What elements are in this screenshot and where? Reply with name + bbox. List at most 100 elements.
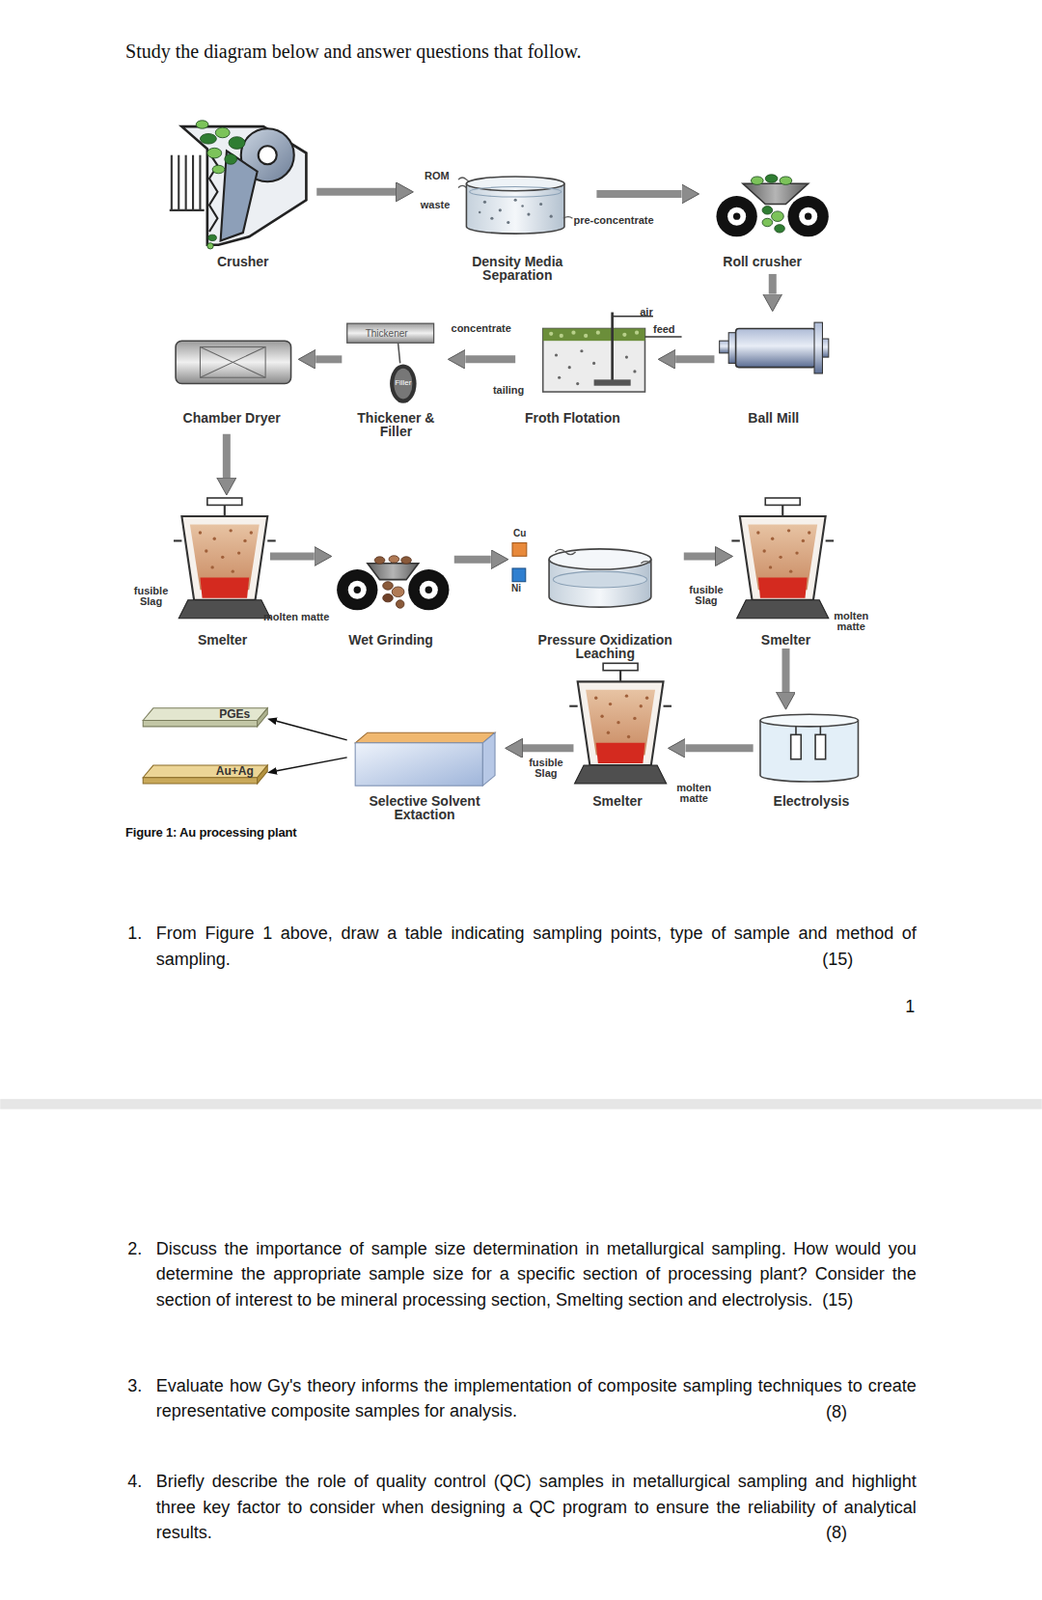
question-number: 2. [127,1235,142,1262]
wet-grinding-rolls [374,556,385,564]
question-marks: (8) [825,1398,848,1425]
question-marks: (8) [825,1519,848,1545]
solvent-extraction-box [355,732,495,743]
jaw-crusher [181,126,306,246]
question-marks: (15) [822,1287,853,1313]
stream-label: feed [653,323,676,336]
gold-silver-ingot [142,765,268,784]
chamber-dryer [199,347,266,379]
stream-label: fusible Slag [682,584,732,606]
stream-label: pre-concentrate [573,214,654,227]
process-unit: Selective Solvent Extaction [347,727,506,827]
stream-label: molten matte [667,782,721,804]
roll-crusher [765,174,778,183]
roll-crusher [733,212,741,220]
flow-arrow [768,274,777,295]
process-unit: Electrolysis [753,709,872,817]
flotation-cell [596,330,601,335]
wet-grinding-rolls [383,593,394,602]
flotation-cell [543,312,683,392]
flotation-cell [548,330,639,338]
stream-label: fusible Slag [521,757,572,779]
flow-arrow [454,555,492,564]
flow-arrow [522,743,575,752]
flow-arrow [781,648,790,692]
electrolysis-cell [760,713,859,782]
flow-arrow [684,551,716,560]
chamber-dryer [175,340,291,384]
jaw-crusher [169,155,205,211]
stream-label: molten matte [263,610,330,624]
solvent-extraction-box [355,732,495,786]
flotation-cell [592,361,596,365]
wet-grinding-rolls [408,569,449,610]
process-unit: Pressure Oxidization Leaching [508,525,685,669]
jaw-crusher [215,127,230,138]
dense-media-tank [498,208,502,212]
flotation-cell [559,333,564,338]
process-unit: PGEs [142,704,268,728]
process-unit: Roll crusher [699,175,833,275]
flotation-cell [568,365,572,369]
flotation-cell [634,330,639,335]
jaw-crusher [224,154,238,165]
pressure-leach-vessel [512,543,652,608]
process-unit: Ball Mill [713,311,832,435]
roll-crusher [804,212,812,220]
unit-name: Chamber Dryer [165,411,297,425]
unit-name: Froth Flotation [516,411,629,425]
jaw-crusher [208,234,217,241]
wet-grinding-rolls [419,580,439,600]
electrolysis-cell [791,734,802,759]
pge-ingot [142,708,268,727]
process-unit: Density Media Separation [412,163,597,291]
dense-media-tank [549,215,553,219]
thickener-filter [347,323,435,343]
gold-silver-ingot [142,777,257,784]
flow-arrow [222,434,231,478]
dense-media-tank [490,217,494,220]
thickener-filter [398,342,401,363]
process-unit: Smelter [573,660,668,815]
unit-name: Electrolysis [755,794,868,808]
jaw-crusher [220,150,258,241]
dense-media-tank [478,198,553,224]
flotation-cell [543,328,646,341]
flotation-cell [571,330,576,335]
question-marks: (15) [822,946,853,972]
unit-name: PGEs [204,707,266,721]
ball-mill [719,340,731,354]
solvent-extraction-box [482,732,495,786]
question-text: Discuss the importance of sample size de… [156,1235,917,1313]
flotation-cell [575,382,579,385]
process-unit: Crusher [163,120,317,275]
element-label: Ni [511,582,521,595]
flow-arrow [596,190,682,198]
flotation-cell [557,376,561,380]
unit-name: Selective Solvent Extaction [348,794,502,822]
flotation-cell [625,356,629,359]
dense-media-tank [514,198,518,202]
wet-grinding-rolls [383,581,394,590]
unit-name: Pressure Oxidization Leaching [528,632,683,660]
process-unit: Au+Ag [142,761,268,785]
flow-arrow [276,720,348,741]
process-unit: Smelter [732,494,826,649]
flow-arrow [685,743,753,752]
smelter-furnace [173,497,276,619]
roll-crusher [788,195,829,237]
ball-mill [719,322,829,374]
jaw-crusher [209,153,218,232]
smelter-furnace [569,662,672,784]
pge-ingot [142,708,268,721]
gold-silver-ingot [142,765,268,778]
page-break-band [0,1098,1042,1110]
unit-name: Density Media Separation [451,254,585,282]
dense-media-tank [458,176,573,234]
flow-arrow [316,188,396,196]
flotation-cell [548,331,553,336]
wet-grinding-rolls [401,556,412,564]
smelter-furnace [731,497,834,619]
